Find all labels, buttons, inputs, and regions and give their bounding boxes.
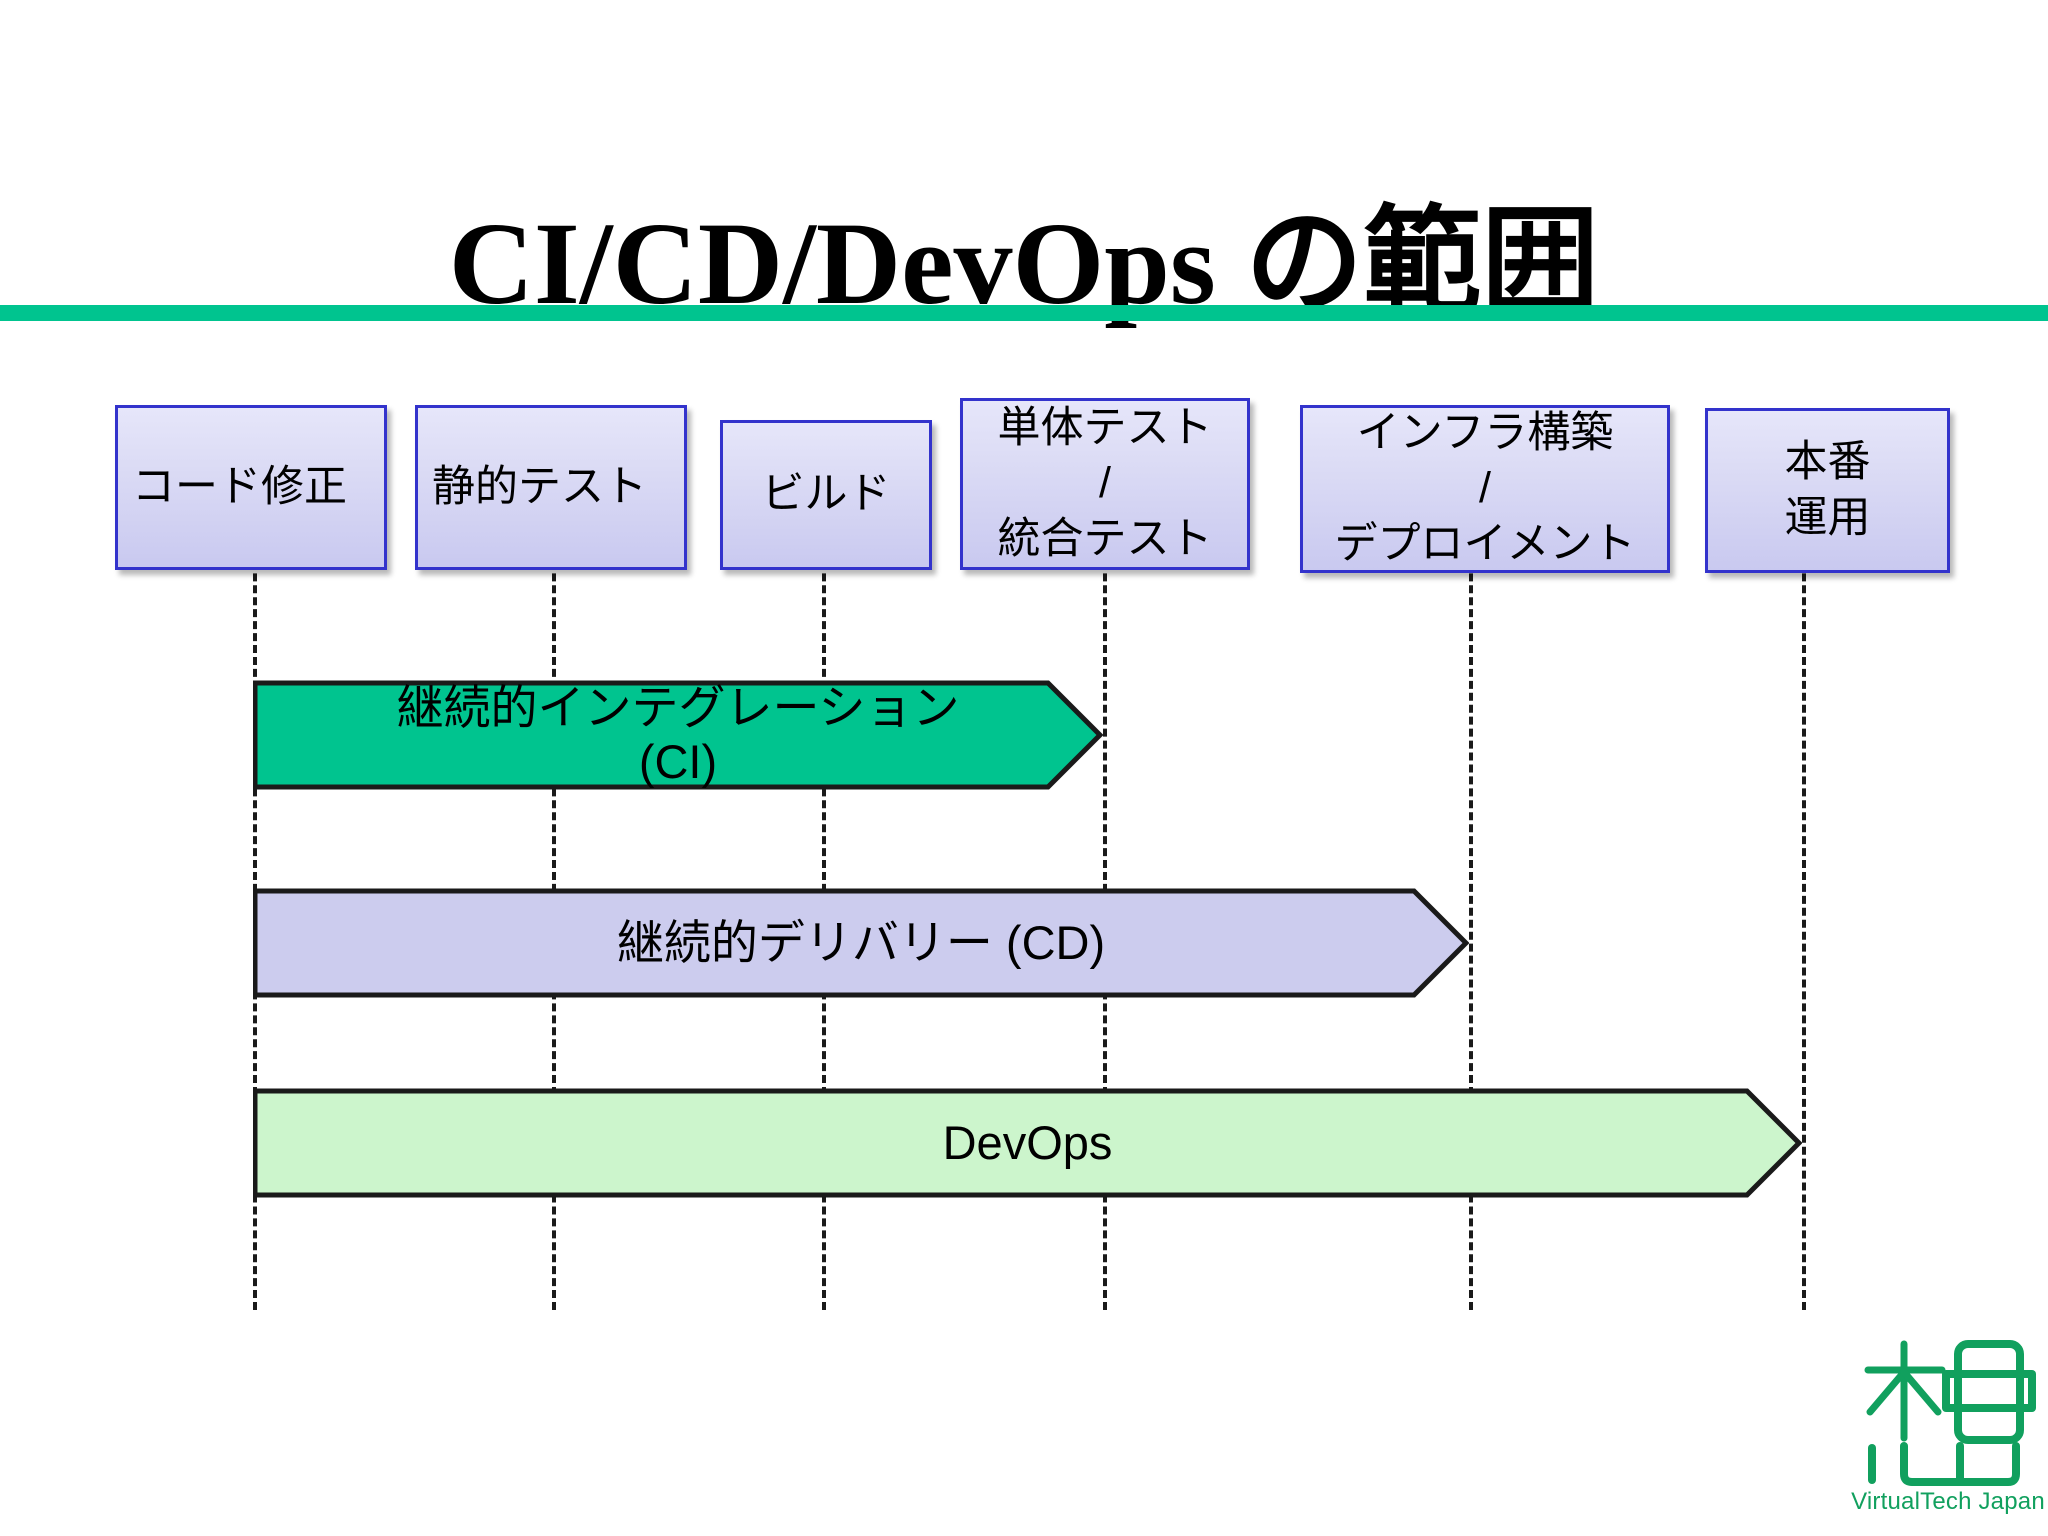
logo-wordmark: VirtualTech Japan — [1851, 1488, 2045, 1515]
guide-line-3 — [822, 430, 826, 1310]
phase-arrow-shape-continuous-delivery — [253, 888, 1469, 998]
stage-box-code-fix[interactable]: コード修正 — [115, 405, 387, 570]
guide-line-4 — [1103, 430, 1107, 1310]
phase-arrow-continuous-delivery[interactable]: 継続的デリバリー (CD) — [253, 888, 1469, 998]
stage-box-production[interactable]: 本番 運用 — [1705, 408, 1950, 573]
stage-box-build[interactable]: ビルド — [720, 420, 932, 570]
stage-label-static-test: 静的テスト — [432, 462, 647, 511]
stage-label-production: 本番 運用 — [1784, 438, 1871, 542]
guide-line-5 — [1469, 430, 1473, 1310]
stage-label-code-fix: コード修正 — [132, 462, 347, 511]
stage-box-unit-test[interactable]: 単体テスト / 統合テスト — [960, 398, 1250, 570]
phase-arrow-devops[interactable]: DevOps — [253, 1088, 1802, 1198]
stage-box-infra-deploy[interactable]: インフラ構築 / デプロイメント — [1300, 405, 1670, 573]
guide-line-1 — [253, 430, 257, 1310]
stage-label-infra-deploy: インフラ構築 / デプロイメント — [1334, 409, 1636, 568]
phase-arrow-shape-continuous-integration — [253, 680, 1103, 790]
guide-line-2 — [552, 430, 556, 1310]
guide-line-6 — [1802, 430, 1806, 1310]
virtualtech-japan-logo-icon — [1858, 1340, 2038, 1525]
phase-arrow-shape-devops — [253, 1088, 1802, 1198]
stage-label-unit-test: 単体テスト / 統合テスト — [997, 404, 1213, 563]
stage-label-build: ビルド — [761, 470, 891, 519]
title-divider — [0, 305, 2048, 321]
phase-arrow-continuous-integration[interactable]: 継続的インテグレーション (CI) — [253, 680, 1103, 790]
stage-box-static-test[interactable]: 静的テスト — [415, 405, 687, 570]
